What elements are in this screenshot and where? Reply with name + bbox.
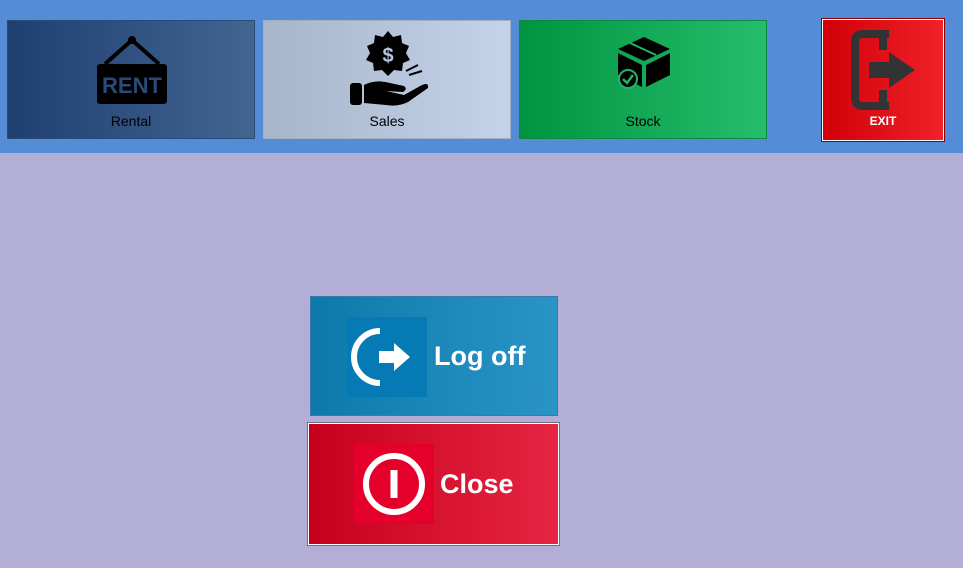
exit-door-icon: [851, 30, 915, 110]
svg-text:$: $: [382, 45, 393, 67]
close-button[interactable]: Close: [308, 423, 559, 545]
exit-button[interactable]: EXIT: [822, 19, 944, 141]
log-off-label: Log off: [434, 341, 526, 371]
log-off-button[interactable]: Log off: [310, 296, 558, 416]
dollar-hand-icon: $: [350, 31, 429, 106]
stock-button[interactable]: Stock: [519, 20, 767, 139]
top-toolbar: RENT Rental $ Sales Stock: [0, 0, 963, 153]
box-check-icon: [618, 37, 670, 89]
power-icon-box: [354, 444, 434, 524]
power-icon: [363, 453, 425, 515]
log-off-icon-box: [347, 317, 427, 397]
rent-sign-icon: RENT: [97, 36, 167, 104]
close-label: Close: [440, 469, 514, 499]
log-off-icon: [351, 328, 410, 386]
sales-button[interactable]: $ Sales: [263, 20, 511, 139]
stock-label: Stock: [625, 113, 661, 129]
sales-label: Sales: [369, 113, 405, 129]
exit-label: EXIT: [869, 114, 897, 128]
rental-button[interactable]: RENT Rental: [7, 20, 255, 139]
rent-sign-text: RENT: [102, 73, 162, 98]
rental-label: Rental: [110, 113, 152, 129]
